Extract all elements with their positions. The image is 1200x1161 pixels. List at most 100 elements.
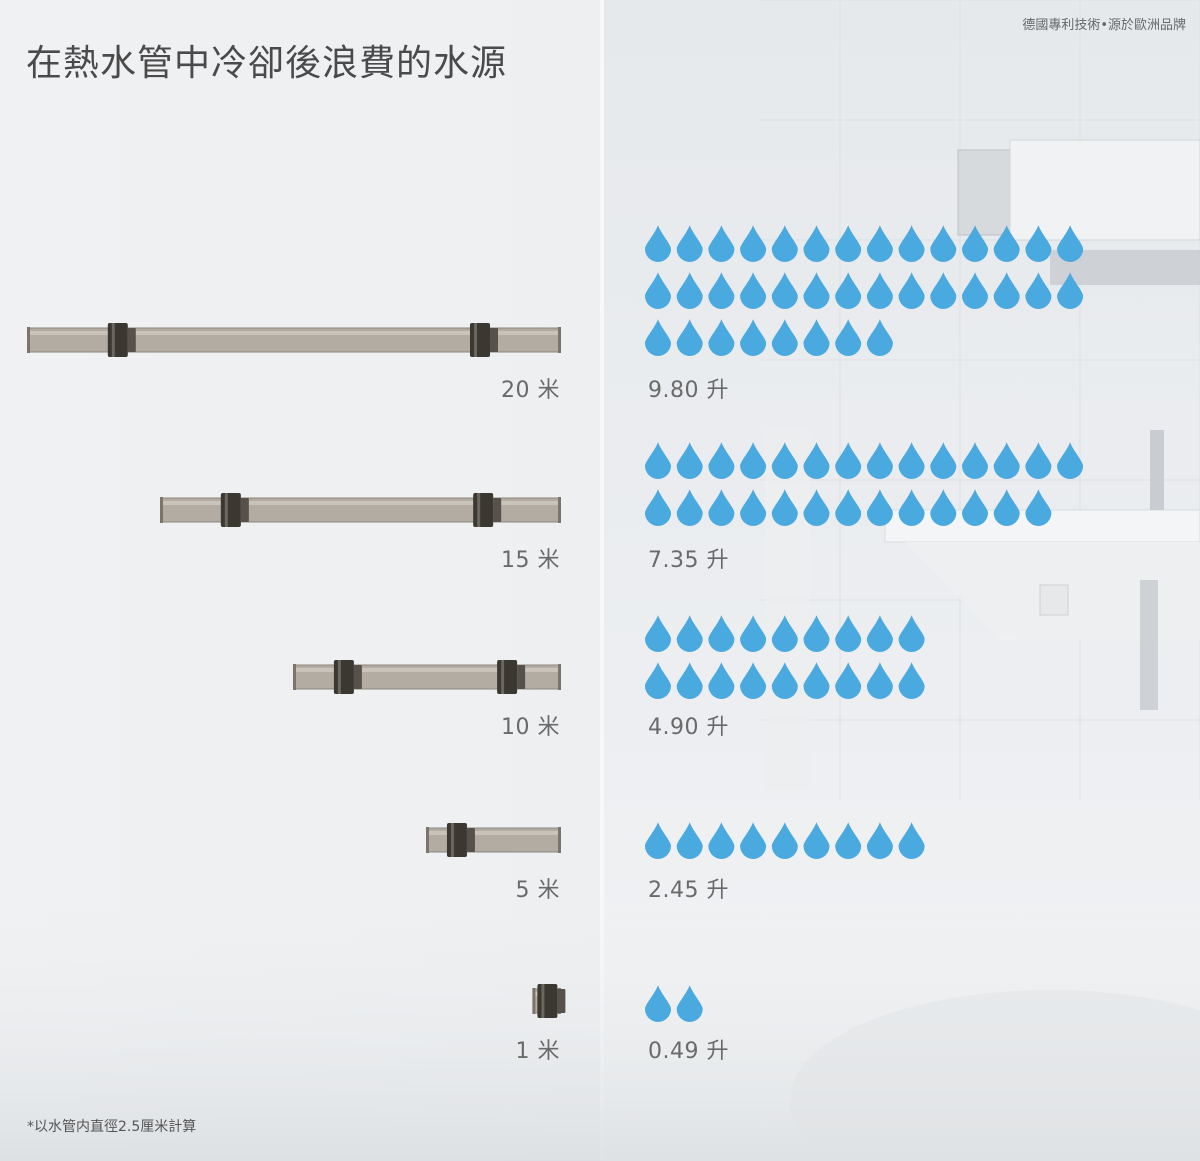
pipe-row-3 (293, 660, 561, 694)
pipe-end (426, 827, 429, 853)
water-drop-icon (708, 225, 735, 262)
water-drop-icon (708, 489, 735, 526)
fitting-body (220, 493, 241, 527)
length-label: 1 米 (515, 1039, 560, 1064)
water-drop-icon (993, 489, 1020, 526)
water-drop-icon (835, 822, 862, 859)
water-drop-icon (708, 662, 735, 699)
water-drop-icon (676, 442, 703, 479)
fitting-highlight (450, 823, 454, 857)
fitting-body (107, 323, 128, 357)
water-drop-icon (676, 272, 703, 309)
page-title: 在熱水管中冷卻後浪費的水源 (26, 43, 508, 84)
pipe-end (558, 664, 561, 690)
fitting-collar (127, 328, 136, 352)
water-drop-icon (962, 225, 988, 262)
fitting-highlight (337, 660, 341, 694)
water-drop-icon (771, 662, 798, 699)
water-drop-icon (645, 272, 671, 309)
fitting-collar (240, 498, 249, 522)
water-drop-icon (740, 615, 767, 652)
water-drop-icon (803, 822, 830, 859)
pipe-fitting-icon (333, 660, 362, 694)
length-label: 20 米 (501, 378, 560, 403)
water-drop-icon (676, 662, 703, 699)
water-drop-icon (993, 225, 1020, 262)
drop-group-2 (645, 442, 1084, 526)
volume-label: 2.45 升 (648, 878, 729, 903)
pipe-fitting-icon (537, 984, 566, 1018)
water-drop-icon (962, 442, 988, 479)
fitting-highlight (474, 323, 477, 357)
water-drop-icon (676, 985, 703, 1022)
water-drop-icon (835, 662, 862, 699)
fitting-highlight (224, 493, 228, 527)
water-drop-icon (645, 319, 671, 356)
water-drop-icon (771, 225, 798, 262)
water-drop-icon (803, 662, 830, 699)
water-drop-icon (930, 225, 957, 262)
water-drop-icon (1057, 272, 1084, 309)
fitting-highlight (541, 984, 545, 1018)
water-drop-icon (740, 822, 767, 859)
water-drop-icon (803, 489, 830, 526)
fitting-collar (466, 828, 475, 852)
water-drop-icon (803, 272, 830, 309)
water-drop-icon (676, 319, 703, 356)
water-drop-icon (898, 822, 925, 859)
fitting-body (497, 660, 518, 694)
water-drop-icon (898, 442, 925, 479)
pipe-end (558, 497, 561, 523)
pipe-end (27, 327, 30, 353)
water-drop-icon (993, 442, 1020, 479)
water-drop-icon (645, 489, 671, 526)
water-drop-icon (645, 822, 671, 859)
pipe-end (558, 327, 561, 353)
water-drop-icon (645, 442, 671, 479)
water-drop-icon (962, 489, 988, 526)
pipe-end (293, 664, 296, 690)
fitting-body (537, 984, 558, 1018)
water-drop-icon (962, 272, 988, 309)
fitting-collar (353, 665, 362, 689)
water-drop-icon (771, 272, 798, 309)
water-drop-icon (930, 442, 957, 479)
fitting-highlight (111, 323, 115, 357)
water-drop-icon (645, 615, 671, 652)
water-drop-icon (1025, 489, 1052, 526)
pipe-end (160, 497, 163, 523)
brand-tagline: 德國專利技術•源於歐洲品牌 (1022, 18, 1186, 33)
water-drop-icon (771, 442, 798, 479)
fitting-collar (490, 328, 498, 352)
water-drop-icon (898, 662, 925, 699)
water-drop-icon (866, 442, 893, 479)
pipe-end (532, 988, 536, 1014)
water-drop-icon (803, 225, 830, 262)
water-drop-icon (835, 442, 862, 479)
pipe-fitting-icon (446, 823, 475, 857)
pipe-row-2 (160, 493, 561, 527)
water-drop-icon (1025, 272, 1052, 309)
water-drop-icon (1025, 442, 1052, 479)
water-drop-icon (898, 272, 925, 309)
water-drop-icon (740, 489, 767, 526)
volume-label: 7.35 升 (648, 548, 729, 573)
water-drop-icon (645, 662, 671, 699)
volume-label: 4.90 升 (648, 715, 729, 740)
water-drop-icon (708, 319, 735, 356)
pipe-row-1 (27, 323, 561, 357)
water-drop-icon (898, 225, 925, 262)
pipe-fitting-icon (470, 323, 498, 357)
water-drop-icon (645, 225, 671, 262)
water-drop-icon (1025, 225, 1052, 262)
fitting-collar (517, 665, 526, 689)
water-drop-icon (803, 319, 830, 356)
water-drop-icon (835, 319, 862, 356)
pipe-shine (294, 668, 560, 672)
water-drop-icon (803, 442, 830, 479)
fitting-body (333, 660, 354, 694)
volume-label: 9.80 升 (648, 378, 729, 403)
towel-warmer (957, 139, 1200, 285)
water-drop-icon (835, 615, 862, 652)
